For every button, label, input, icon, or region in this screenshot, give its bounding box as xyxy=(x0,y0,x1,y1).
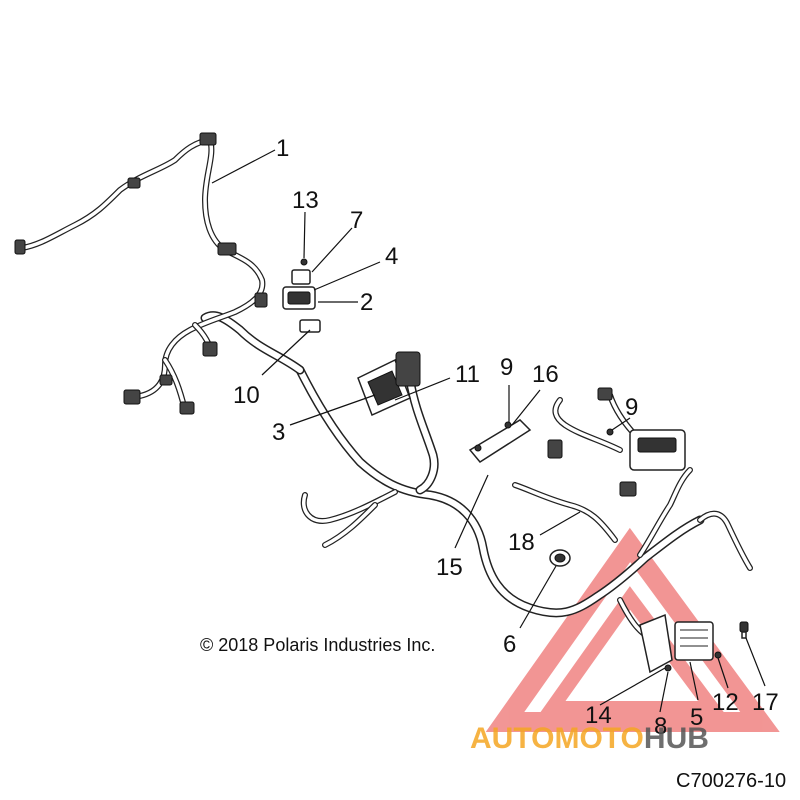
figure-code: C700276-10 xyxy=(676,770,786,792)
watermark-wordmark: AUTOMOTOHUB xyxy=(470,722,709,755)
callout-9-right: 9 xyxy=(625,394,638,421)
callout-2: 2 xyxy=(360,289,373,316)
leader-lines xyxy=(211,149,766,713)
ecu-module xyxy=(357,351,421,417)
grommet xyxy=(549,549,571,567)
copyright-text: © 2018 Polaris Industries Inc. xyxy=(200,635,435,655)
callout-10: 10 xyxy=(233,382,260,409)
callout-18: 18 xyxy=(508,529,535,556)
callout-4: 4 xyxy=(385,243,398,270)
callout-16: 16 xyxy=(532,361,559,388)
watermark-text-hub: HUB xyxy=(644,722,709,755)
callout-1: 1 xyxy=(276,135,289,162)
bracket-plate xyxy=(468,419,532,463)
callout-11: 11 xyxy=(455,361,480,388)
callout-13: 13 xyxy=(292,187,319,214)
callout-14: 14 xyxy=(585,702,612,729)
harness-item-1 xyxy=(14,132,268,415)
watermark-text-automoto: AUTOMOTO xyxy=(470,722,644,755)
callout-12: 12 xyxy=(712,689,739,716)
callout-6: 6 xyxy=(503,631,516,658)
svg-text:AUTOMOTOHUB: AUTOMOTOHUB xyxy=(470,722,709,755)
callout-15: 15 xyxy=(436,554,463,581)
callout-3: 3 xyxy=(272,419,285,446)
right-connector-cluster xyxy=(547,387,686,497)
callout-labels: 1 13 7 4 2 10 3 11 9 16 9 15 18 6 14 8 5… xyxy=(233,135,779,740)
bolt xyxy=(739,621,749,639)
callout-7: 7 xyxy=(350,207,363,234)
callout-5: 5 xyxy=(690,704,703,731)
callout-8: 8 xyxy=(654,713,667,740)
fuse-block-assembly xyxy=(282,258,321,333)
callout-9: 9 xyxy=(500,354,513,381)
callout-17: 17 xyxy=(752,689,779,716)
regulator-assembly xyxy=(639,613,722,674)
